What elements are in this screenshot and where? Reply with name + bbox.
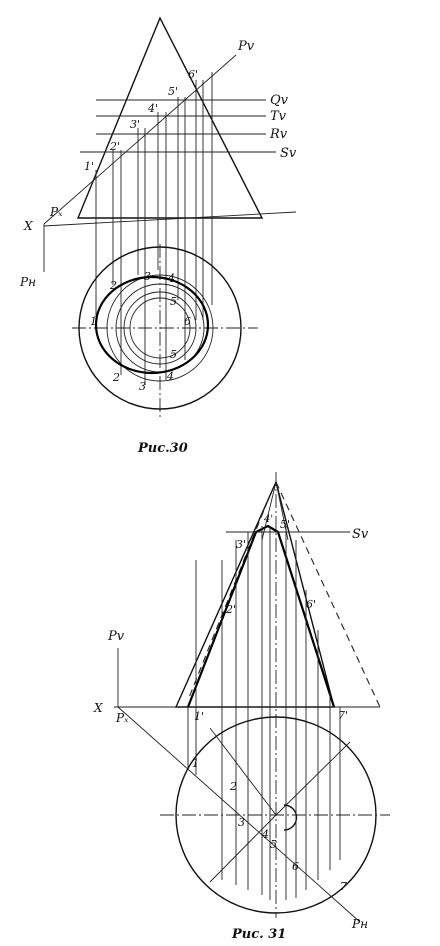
label-pv: Pv bbox=[237, 39, 255, 54]
label-h6: 6 bbox=[184, 315, 191, 328]
cone-hidden-edge-right bbox=[275, 481, 381, 708]
radial-line-a bbox=[209, 727, 277, 816]
radial-line-c bbox=[275, 741, 351, 816]
ground-line-x bbox=[43, 211, 297, 227]
label-2-prime-31: 2' bbox=[225, 603, 236, 616]
label-h1-31: 1 bbox=[192, 757, 199, 770]
caption-fig30: Рис.30 bbox=[137, 441, 188, 456]
label-px: Pₓ bbox=[49, 205, 63, 219]
apex-line-1 bbox=[261, 481, 277, 541]
label-ph: Pн bbox=[19, 275, 36, 289]
cone-front-view-31 bbox=[174, 479, 335, 708]
cone-hidden-edge-left bbox=[187, 499, 269, 701]
label-1-prime-31: 1' bbox=[194, 710, 204, 723]
label-rv: Rv bbox=[269, 127, 288, 142]
label-h7-31: 7 bbox=[340, 880, 347, 893]
plane-p-frontal-trace bbox=[43, 54, 237, 225]
label-h3-bottom: 3 bbox=[139, 380, 146, 393]
plane-p-horizontal-trace-31 bbox=[117, 706, 361, 923]
label-tv: Tv bbox=[270, 109, 287, 124]
label-7-prime-31: 7' bbox=[338, 709, 348, 722]
label-h4-top: 4 bbox=[167, 272, 175, 285]
projection-lines-30 bbox=[95, 72, 213, 385]
figure-30: Pv Qv Tv Rv Sv X Pₓ Pн 1' 2' 3' 4' 5' 6'… bbox=[19, 16, 297, 456]
label-h3-top: 3 bbox=[144, 270, 151, 283]
label-h5-top: 5 bbox=[170, 295, 177, 308]
label-h5-31: 5 bbox=[270, 838, 277, 851]
label-pv-31: Pv bbox=[107, 629, 125, 644]
label-2-prime: 2' bbox=[109, 140, 120, 153]
label-6-prime: 6' bbox=[188, 68, 198, 81]
label-6-prime-31: 6' bbox=[306, 598, 316, 611]
label-x: X bbox=[23, 219, 33, 233]
label-px-31: Pₓ bbox=[115, 711, 129, 725]
section-curve-30 bbox=[94, 275, 210, 375]
label-qv: Qv bbox=[270, 93, 289, 108]
label-5-prime-31: 5' bbox=[280, 518, 290, 531]
section-arc-center bbox=[283, 804, 298, 831]
label-4-prime-31: 4' bbox=[263, 514, 273, 525]
label-1-prime: 1' bbox=[84, 160, 94, 173]
label-ph-31: Pн bbox=[351, 917, 368, 931]
projection-lines-31 bbox=[187, 526, 341, 900]
label-sv-31: Sv bbox=[352, 527, 369, 542]
label-h4-31: 4 bbox=[261, 828, 269, 841]
label-h6-31: 6 bbox=[292, 860, 299, 873]
label-h4-bottom: 4 bbox=[166, 370, 174, 383]
label-sv: Sv bbox=[280, 146, 297, 161]
label-h3-31: 3 bbox=[238, 816, 245, 829]
label-x-31: X bbox=[93, 701, 103, 715]
label-h2-bottom: 2 bbox=[112, 371, 120, 384]
label-h2-31: 2 bbox=[229, 780, 237, 793]
label-3-prime: 3' bbox=[130, 118, 140, 131]
section-contour-31 bbox=[186, 524, 336, 708]
label-5-prime: 5' bbox=[168, 85, 178, 98]
cone-front-view bbox=[76, 16, 264, 219]
label-h2-top: 2 bbox=[109, 279, 117, 292]
label-3-prime-31: 3' bbox=[236, 538, 246, 551]
label-h5-bottom: 5 bbox=[170, 348, 177, 361]
apex-line-2 bbox=[275, 481, 289, 541]
figure-31: Pv Sv X Pₓ Pн 1' 2' 3' 4' 5' 6' 7' 1 2 3… bbox=[93, 472, 390, 942]
caption-fig31: Рис. 31 bbox=[231, 927, 286, 942]
label-4-prime: 4' bbox=[147, 102, 158, 115]
label-h1: 1 bbox=[90, 315, 97, 328]
radial-line-b bbox=[209, 814, 277, 883]
